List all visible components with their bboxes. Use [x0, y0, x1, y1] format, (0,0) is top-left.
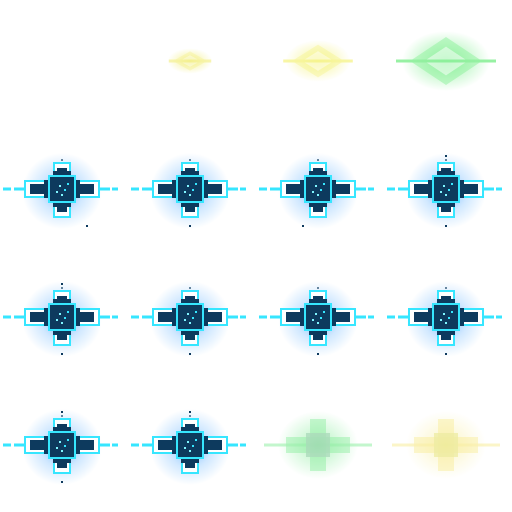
- light-beam: [131, 187, 246, 191]
- sparkle-pixel: [317, 159, 319, 161]
- core-sparkles: [56, 311, 69, 324]
- sprite-frame: [256, 256, 384, 384]
- sprite-frame: [128, 0, 256, 128]
- sparkle-pixel: [445, 287, 447, 289]
- star-cross: [152, 418, 228, 474]
- sparkle-pixel: [86, 225, 88, 227]
- sparkle-pixel: [445, 159, 447, 161]
- sparkle-pixel: [189, 353, 191, 355]
- sprite-frame: [128, 256, 256, 384]
- sprite-frame: [384, 256, 512, 384]
- sparkle-pixel: [61, 411, 63, 413]
- star-cross: [280, 162, 356, 218]
- sparkle-pixel: [189, 225, 191, 227]
- core-sparkles: [312, 183, 325, 196]
- sprite-frame: [128, 384, 256, 512]
- star-cross: [152, 290, 228, 346]
- sparkle-pixel: [445, 155, 447, 157]
- sprite-frame: [384, 128, 512, 256]
- sprite-frame-graphic: [131, 409, 246, 485]
- sprite-frame-graphic: [131, 153, 246, 229]
- glow-diamond: [396, 37, 496, 85]
- core-sparkles: [56, 439, 69, 452]
- sprite-frame-graphic: [3, 281, 118, 357]
- light-beam: [259, 315, 374, 319]
- sprite-frame-graphic: [259, 153, 374, 229]
- core-sparkles: [312, 311, 325, 324]
- sprite-frame-graphic: [264, 411, 372, 479]
- core-sparkles: [56, 183, 69, 196]
- sprite-frame: [0, 256, 128, 384]
- light-beam: [3, 443, 118, 447]
- sprite-frame-graphic: [3, 409, 118, 485]
- sprite-frame-graphic: [283, 40, 353, 82]
- sprite-frame: [0, 0, 128, 128]
- sprite-frame: [384, 0, 512, 128]
- sprite-frame-graphic: [387, 153, 502, 229]
- star-cross: [408, 290, 484, 346]
- core-sparkles: [184, 439, 197, 452]
- sprite-frame: [256, 384, 384, 512]
- sprite-frame: [256, 128, 384, 256]
- fading-cross: [392, 419, 500, 471]
- star-cross: [24, 418, 100, 474]
- sparkle-pixel: [61, 159, 63, 161]
- light-beam: [387, 187, 502, 191]
- sprite-frame-graphic: [387, 281, 502, 357]
- sprite-frame: [0, 128, 128, 256]
- light-beam: [259, 187, 374, 191]
- sprite-frame: [384, 384, 512, 512]
- core-sparkles: [440, 311, 453, 324]
- core-sparkles: [440, 183, 453, 196]
- sprite-frame: [256, 0, 384, 128]
- sprite-frame: [128, 128, 256, 256]
- sparkle-pixel: [317, 353, 319, 355]
- sparkle-pixel: [61, 287, 63, 289]
- light-beam: [3, 187, 118, 191]
- core-sparkles: [184, 183, 197, 196]
- light-beam: [131, 443, 246, 447]
- light-beam: [131, 315, 246, 319]
- star-cross: [280, 290, 356, 346]
- sprite-frame-graphic: [396, 31, 496, 91]
- sprite-frame-graphic: [131, 281, 246, 357]
- star-cross: [408, 162, 484, 218]
- sparkle-pixel: [189, 411, 191, 413]
- sparkle-pixel: [61, 415, 63, 417]
- sparkle-pixel: [302, 225, 304, 227]
- light-beam: [3, 315, 118, 319]
- sparkle-pixel: [317, 287, 319, 289]
- core-sparkles: [184, 311, 197, 324]
- sparkle-pixel: [445, 353, 447, 355]
- sparkle-pixel: [61, 283, 63, 285]
- sprite-frame-graphic: [259, 281, 374, 357]
- star-cross: [152, 162, 228, 218]
- sparkle-pixel: [61, 353, 63, 355]
- glow-diamond: [283, 44, 353, 78]
- star-cross: [24, 162, 100, 218]
- glow-diamond: [168, 51, 212, 71]
- sprite-frame: [0, 384, 128, 512]
- sprite-frame-graphic: [0, 0, 128, 128]
- sprite-frame-graphic: [3, 153, 118, 229]
- sparkle-pixel: [61, 481, 63, 483]
- sparkle-pixel: [189, 287, 191, 289]
- light-beam: [387, 315, 502, 319]
- star-cross: [24, 290, 100, 346]
- sparkle-pixel: [189, 415, 191, 417]
- fading-cross: [264, 419, 372, 471]
- sprite-frame-graphic: [167, 48, 213, 74]
- sparkle-pixel: [189, 159, 191, 161]
- sparkle-pixel: [445, 225, 447, 227]
- sprite-frame-graphic: [392, 411, 500, 479]
